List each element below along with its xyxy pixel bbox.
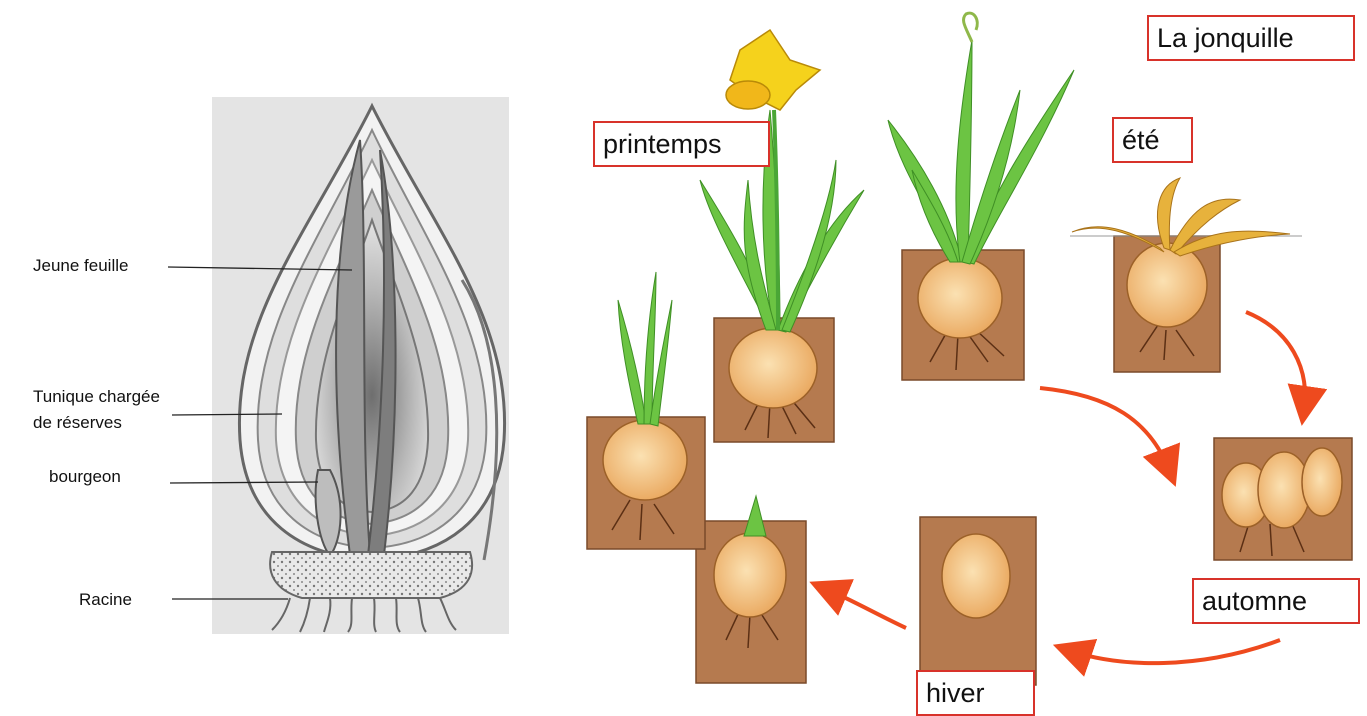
label-spring: printemps [593,121,770,167]
arrow-autumn-to-winter [1068,640,1280,663]
daffodil-flower [726,30,820,110]
autumn-bulbs [1214,438,1352,560]
arrow-spring-to-summer [1040,388,1170,472]
label-winter: hiver [916,670,1035,716]
arrow-summer-to-autumn [1246,312,1305,410]
summer-dried-plant [1070,178,1302,372]
title-la-jonquille: La jonquille [1147,15,1355,61]
winter-bulb [920,517,1036,685]
late-spring-plant [888,13,1074,380]
young-shoot-plant [587,272,705,549]
spring-flowering-plant [700,30,864,442]
label-summer: été [1112,117,1193,163]
arrow-winter-to-sprout [824,588,906,628]
label-autumn: automne [1192,578,1360,624]
sprouting-bulb [696,496,806,683]
